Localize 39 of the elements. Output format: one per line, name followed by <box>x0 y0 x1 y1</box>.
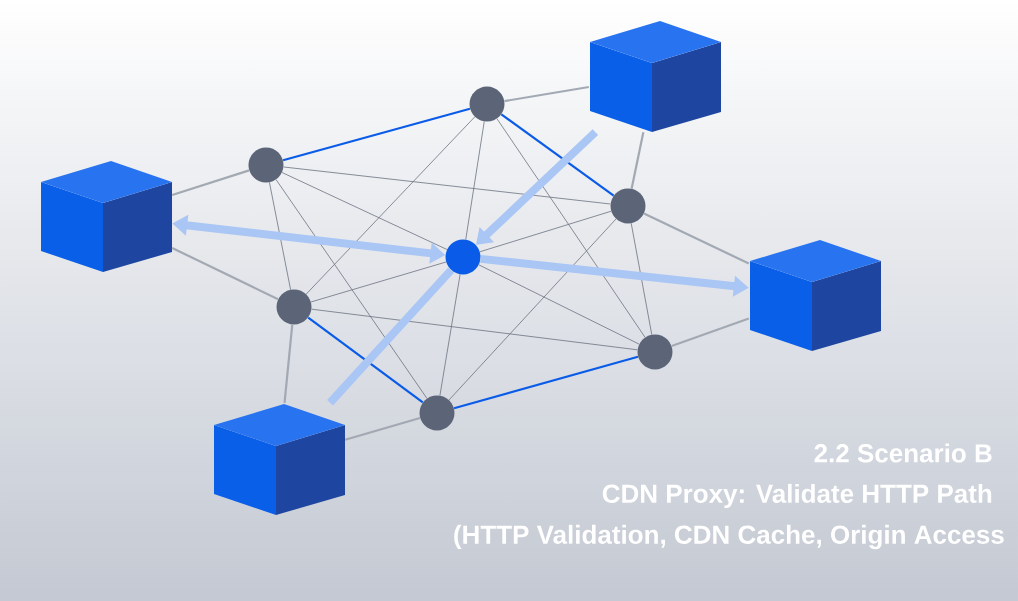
connector-line <box>448 218 617 401</box>
connector-line <box>500 113 615 197</box>
connector-line <box>171 169 250 196</box>
connector-line <box>171 246 279 301</box>
circle <box>445 239 481 275</box>
circle <box>469 86 505 122</box>
connector-line <box>311 308 638 351</box>
circle <box>610 188 646 224</box>
connector-line <box>479 210 612 253</box>
arrow <box>476 129 599 245</box>
connector-line <box>630 223 653 335</box>
circle <box>637 334 673 370</box>
connector-line <box>283 324 294 403</box>
connector-line <box>282 107 471 162</box>
connector-line <box>465 121 485 240</box>
connector-line <box>269 181 291 291</box>
circle <box>248 147 284 183</box>
circle <box>419 395 455 431</box>
connector-line <box>307 316 424 404</box>
cube <box>750 240 881 351</box>
cube <box>214 404 345 515</box>
connector-line <box>630 131 645 189</box>
connector-line <box>305 116 476 295</box>
cube <box>41 161 172 272</box>
connector-line <box>496 118 646 338</box>
connector-line <box>327 267 455 406</box>
connector-line <box>643 212 750 265</box>
connector-line <box>453 355 639 410</box>
circle <box>276 289 312 325</box>
connector-line <box>671 317 750 348</box>
connector-line <box>478 264 640 345</box>
connector-line <box>275 179 428 399</box>
connector-line <box>344 416 421 441</box>
connector-line <box>504 85 589 103</box>
cube <box>590 21 721 132</box>
connector-line <box>283 166 611 205</box>
connector-line <box>281 172 448 250</box>
connector-line <box>310 261 447 303</box>
connector-line <box>439 274 461 396</box>
